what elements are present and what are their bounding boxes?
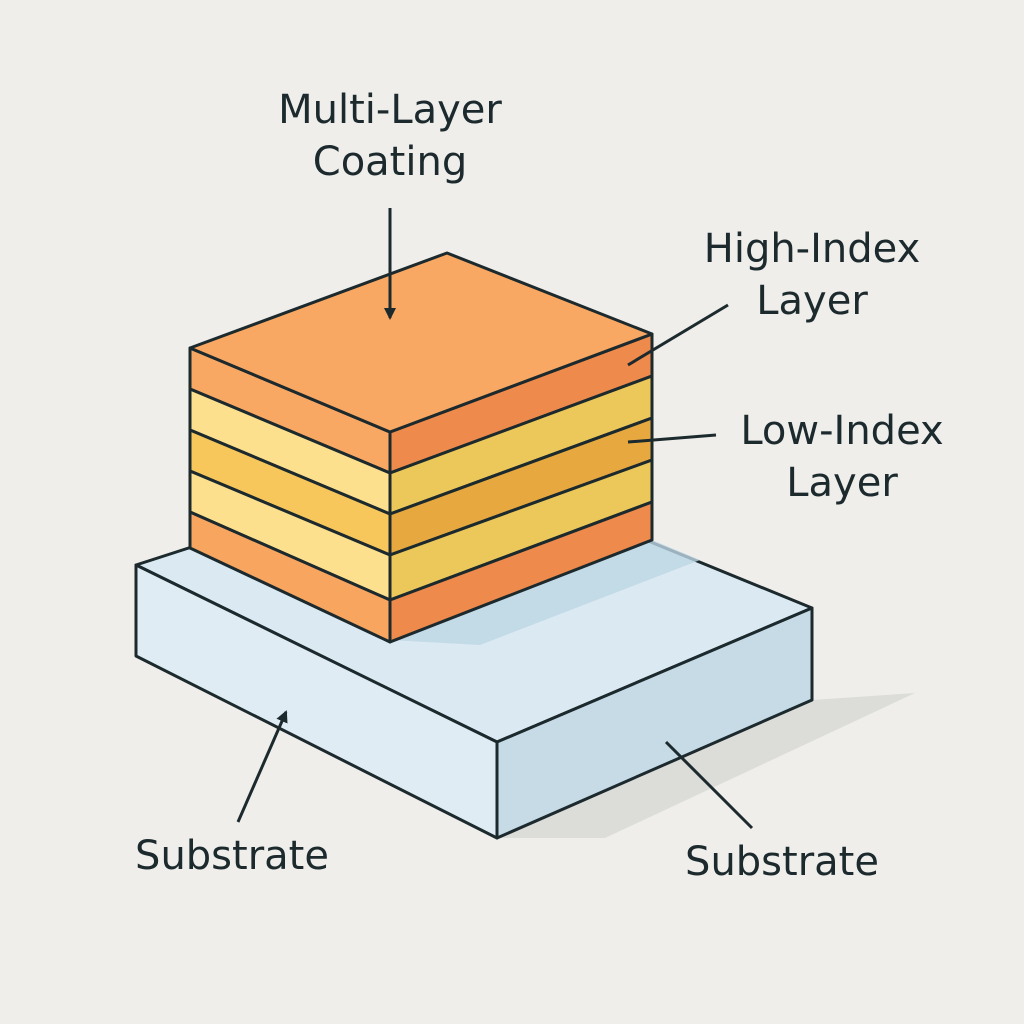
leader-lines [236,208,754,830]
high-index-label: High-Index Layer [672,223,952,327]
coating-label: Multi-Layer Coating [230,84,550,188]
substrate-left-label: Substrate [135,833,329,879]
low-index-label: Low-Index Layer [712,405,972,509]
substrate-right-leader [664,740,754,830]
side-layer-5 [388,500,654,644]
substrate-side-face [495,606,814,840]
low-index-label-line1: Low-Index [740,408,944,454]
substrate-right-label: Substrate [685,839,879,885]
substrate-left-arrow [236,710,288,823]
coating-label-line2: Coating [312,139,468,185]
low-index-label-line2: Layer [786,460,898,506]
high-index-leader [627,303,729,367]
high-index-label-line2: Layer [756,278,868,324]
substrate-shadow [500,693,915,838]
high-index-label-line1: High-Index [703,226,921,272]
coating-label-line1: Multi-Layer [278,87,502,133]
low-index-leader [627,433,717,444]
coating-stack [188,251,654,644]
coating-top-face [188,251,654,434]
coating-shadow [390,540,700,645]
